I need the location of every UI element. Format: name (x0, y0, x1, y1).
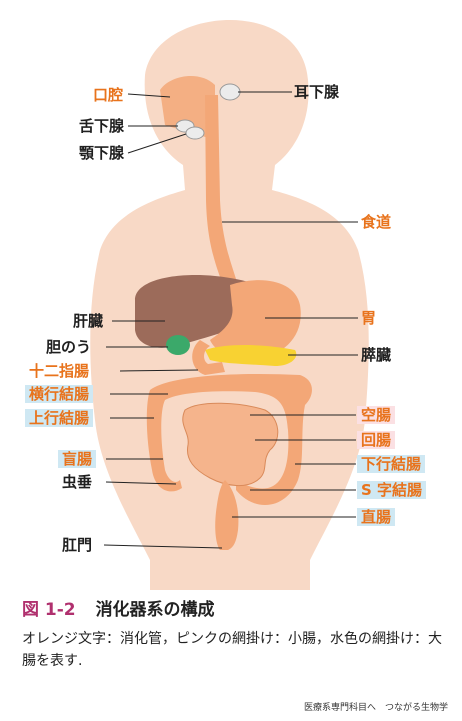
label-liver: 肝臓 (73, 312, 104, 330)
small-intestine-shape (182, 402, 279, 486)
large-intestine-shape (146, 373, 312, 505)
label-ascending-colon: 上行結腸 (25, 409, 94, 427)
label-cecum: 盲腸 (58, 450, 97, 468)
label-anus: 肛門 (62, 536, 93, 554)
digestive-system-figure: 口腔 耳下腺 舌下腺 顎下腺 食道 肝臓 胃 胆のう 膵臓 十二指腸 横行結腸 … (25, 20, 427, 590)
label-appendix: 虫垂 (62, 473, 93, 491)
oral-nasal-cavity (160, 75, 215, 140)
submandibular-gland-shape (185, 126, 205, 140)
label-ileum: 回腸 (357, 431, 396, 449)
pancreas-shape (205, 345, 297, 366)
figure-caption: 図 1-2 消化器系の構成 (22, 595, 215, 620)
label-duodenum: 十二指腸 (29, 362, 90, 380)
rectum-shape (215, 480, 239, 550)
label-transverse-colon: 横行結腸 (25, 385, 94, 403)
label-submandibular-gland: 顎下腺 (79, 144, 125, 162)
page-footer: 医療系専門科目へ つながる生物学 (303, 703, 448, 713)
gallbladder-shape (166, 335, 190, 355)
figure-description: オレンジ文字：消化管，ピンクの網掛け：小腸，水色の網掛け：大腸を表す. (22, 631, 442, 669)
esophagus-shape (205, 95, 238, 290)
parotid-gland-shape (219, 83, 241, 101)
label-parotid-gland: 耳下腺 (294, 83, 340, 101)
duodenum-shape (192, 340, 225, 375)
anatomy-illustration (90, 20, 369, 590)
label-oral-cavity: 口腔 (93, 86, 124, 104)
leader-lines (103, 91, 358, 549)
label-gallbladder: 胆のう (46, 338, 92, 356)
figure-number: 図 1-2 (22, 600, 76, 620)
label-jejunum: 空腸 (357, 406, 396, 424)
label-sublingual-gland: 舌下腺 (79, 117, 125, 135)
label-descending-colon: 下行結腸 (357, 455, 426, 473)
figure-title: 消化器系の構成 (95, 600, 215, 620)
label-stomach: 胃 (361, 309, 377, 327)
label-esophagus: 食道 (361, 213, 392, 231)
label-sigmoid-colon: S 字結腸 (357, 481, 427, 499)
label-pancreas: 膵臓 (361, 346, 392, 364)
stomach-shape (210, 280, 301, 361)
label-rectum: 直腸 (357, 508, 396, 526)
